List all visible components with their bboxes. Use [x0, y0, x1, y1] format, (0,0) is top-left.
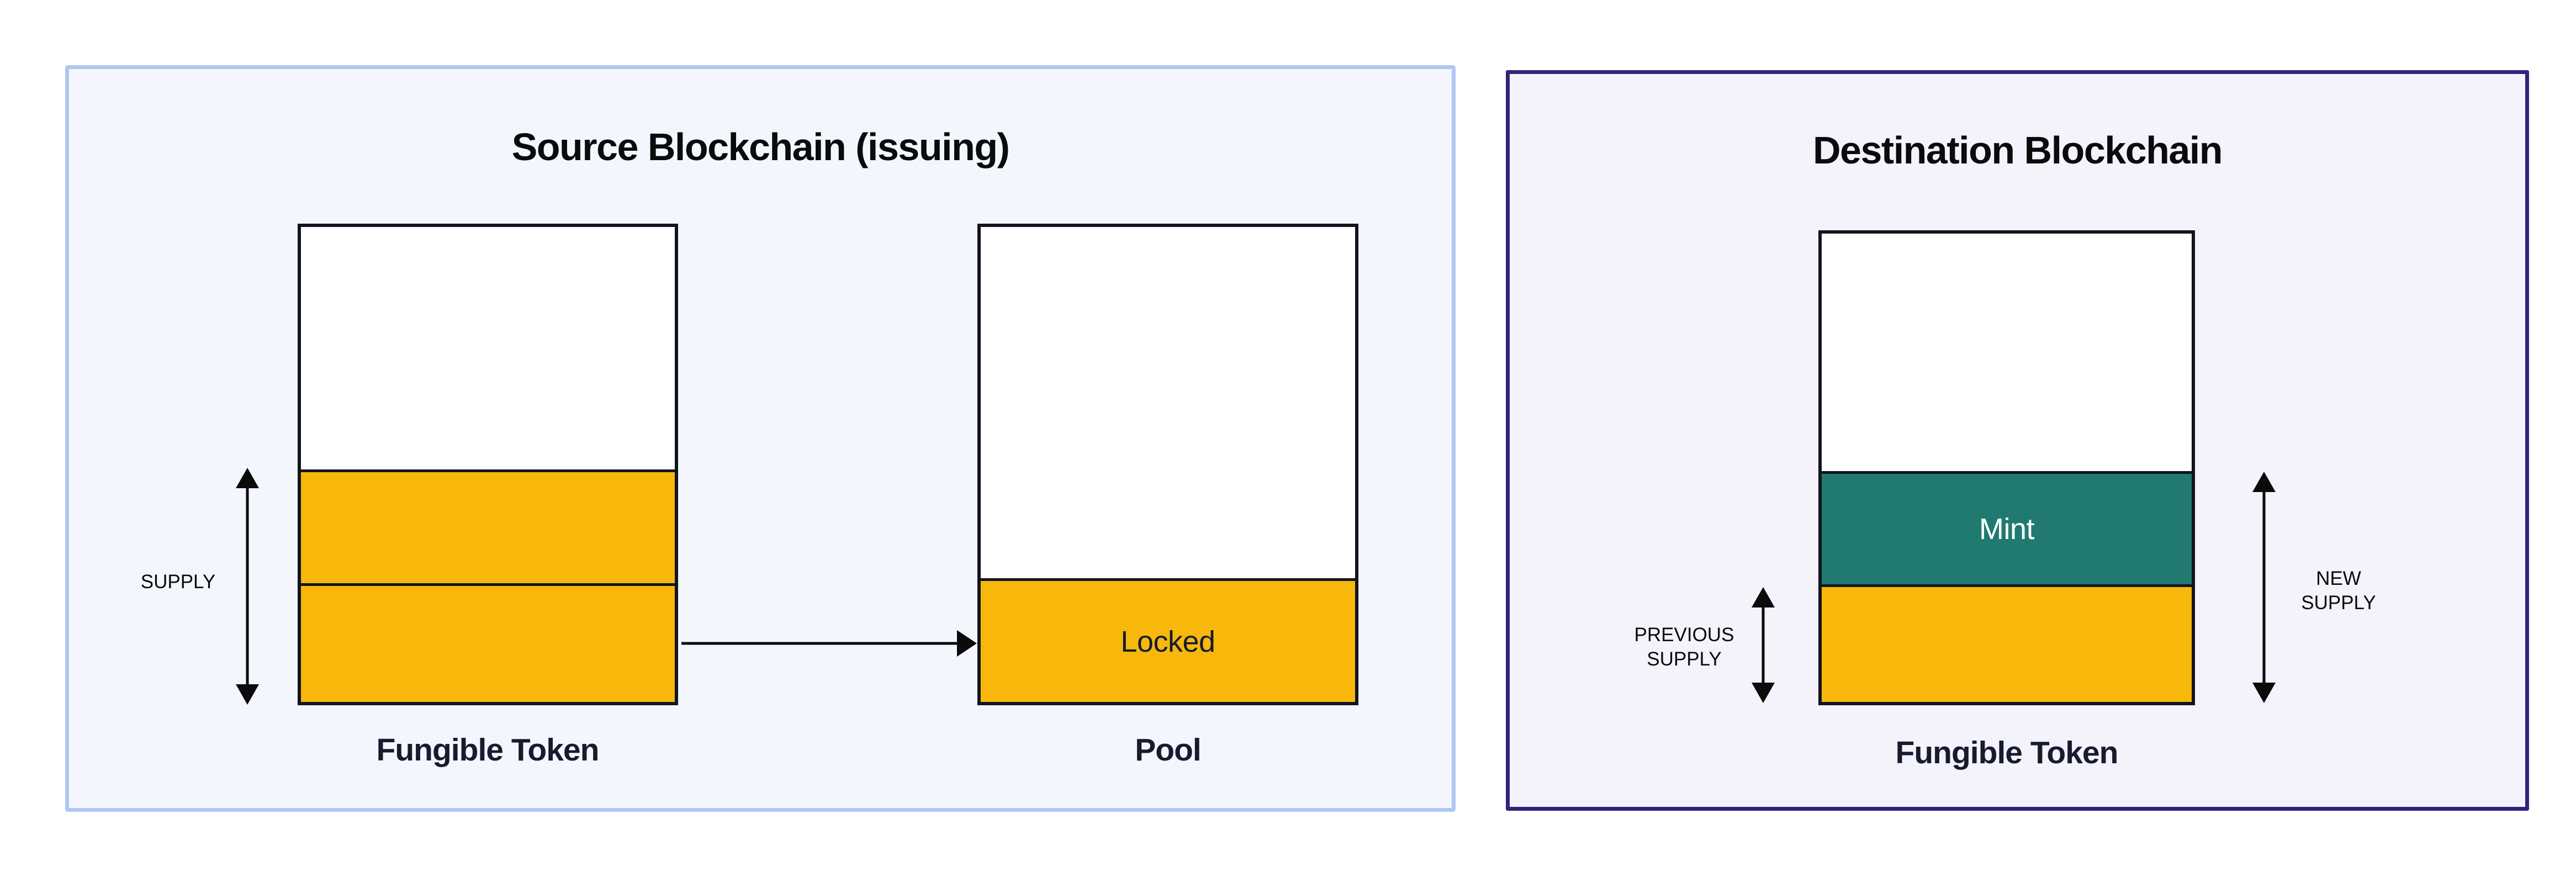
source-token-supply-lower-segment	[301, 583, 675, 702]
previous-supply-range-arrow	[1752, 587, 1775, 703]
supply-range-arrow	[236, 468, 259, 705]
source-token-supply-upper-segment	[301, 469, 675, 583]
mint-label: Mint	[1979, 513, 2035, 546]
destination-token-unissued-segment	[1822, 234, 2192, 471]
destination-token-previous-supply-segment	[1822, 584, 2192, 702]
new-supply-label: NEW SUPPLY	[2301, 568, 2376, 614]
pool-empty-segment	[981, 227, 1355, 578]
destination-fungible-token-caption: Fungible Token	[1895, 735, 2119, 770]
supply-label: SUPPLY	[140, 571, 216, 593]
destination-token-mint-segment: Mint	[1822, 471, 2192, 584]
new-supply-range-arrow	[2252, 472, 2276, 703]
pool-caption: Pool	[1135, 732, 1202, 768]
pool-locked-segment: Locked	[981, 578, 1355, 702]
pool-bar: Locked	[977, 224, 1358, 705]
source-fungible-token-bar	[298, 224, 678, 705]
source-panel-title: Source Blockchain (issuing)	[511, 125, 1010, 168]
destination-panel-title: Destination Blockchain	[1812, 129, 2223, 172]
locked-label: Locked	[1120, 625, 1215, 658]
destination-fungible-token-bar: Mint	[1818, 230, 2195, 705]
source-fungible-token-caption: Fungible Token	[376, 732, 600, 768]
previous-supply-label: PREVIOUS SUPPLY	[1634, 624, 1734, 670]
source-token-unissued-segment	[301, 227, 675, 469]
token-to-pool-arrow	[681, 630, 977, 657]
